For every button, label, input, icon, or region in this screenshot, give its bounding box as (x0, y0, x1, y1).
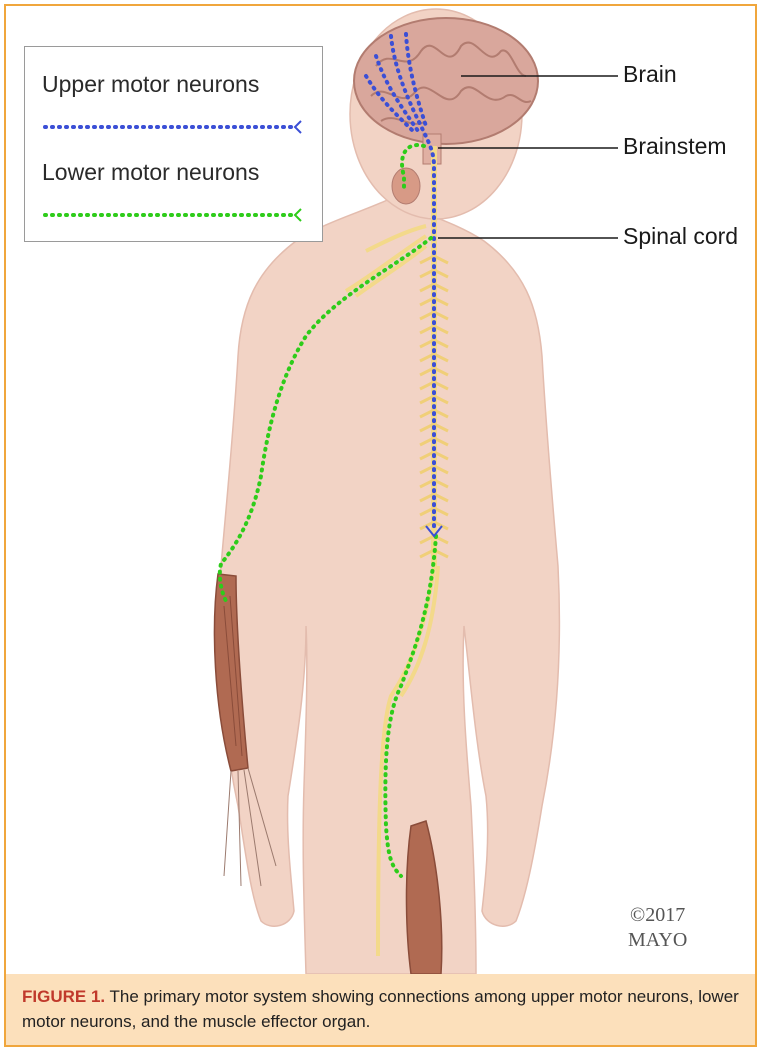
legend-lower-line (43, 207, 305, 223)
legend-upper-label: Upper motor neurons (42, 71, 259, 98)
copyright-year: ©2017 (628, 903, 687, 928)
legend-upper-line (43, 119, 305, 135)
caption-text: The primary motor system showing connect… (22, 987, 739, 1031)
spinal-cord-label: Spinal cord (623, 223, 738, 250)
legend-lower-label: Lower motor neurons (42, 159, 259, 186)
brain-label: Brain (623, 61, 677, 88)
copyright-notice: ©2017 MAYO (628, 903, 687, 953)
figure-frame: Upper motor neurons Lower motor neurons … (4, 4, 757, 1047)
figure-label: FIGURE 1. (22, 987, 105, 1006)
copyright-owner: MAYO (628, 928, 687, 953)
legend-box: Upper motor neurons Lower motor neurons (24, 46, 323, 242)
brainstem-label: Brainstem (623, 133, 727, 160)
figure-caption: FIGURE 1. The primary motor system showi… (6, 974, 755, 1045)
